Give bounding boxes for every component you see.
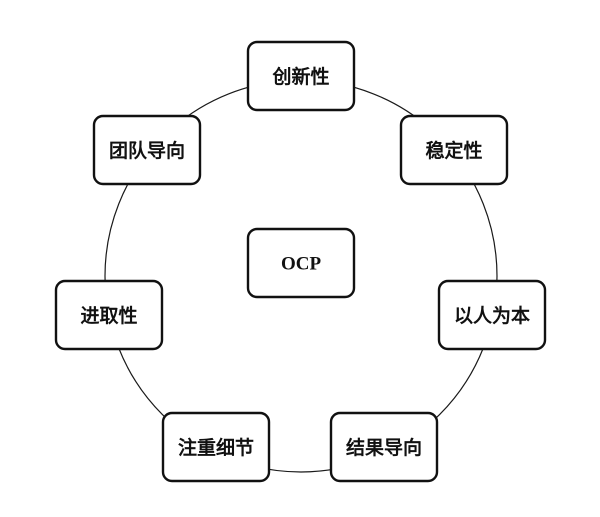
node-aggressiveness-label: 进取性 <box>80 304 137 327</box>
node-stability: 稳定性 <box>399 114 509 186</box>
node-people-oriented-box <box>437 279 547 351</box>
node-outcome-oriented-box <box>329 411 439 483</box>
node-innovation-box <box>246 40 356 112</box>
node-outcome-oriented: 结果导向 <box>329 411 439 483</box>
node-people-oriented-label: 以人为本 <box>454 304 530 327</box>
node-outcome-oriented-label: 结果导向 <box>346 436 422 459</box>
center-node-label: OCP <box>281 254 322 275</box>
node-aggressiveness-box <box>54 279 164 351</box>
node-team-oriented: 团队导向 <box>92 114 202 186</box>
node-stability-label: 稳定性 <box>425 139 482 162</box>
node-attention-to-detail: 注重细节 <box>161 411 271 483</box>
node-aggressiveness: 进取性 <box>54 279 164 351</box>
node-innovation: 创新性 <box>246 40 356 112</box>
node-innovation-label: 创新性 <box>271 65 329 88</box>
node-people-oriented: 以人为本 <box>437 279 547 351</box>
center-node: OCP <box>246 227 356 299</box>
node-stability-box <box>399 114 509 186</box>
node-team-oriented-label: 团队导向 <box>109 139 185 162</box>
node-attention-to-detail-label: 注重细节 <box>178 436 254 459</box>
node-attention-to-detail-box <box>161 411 271 483</box>
node-team-oriented-box <box>92 114 202 186</box>
center-node-box <box>246 227 356 299</box>
